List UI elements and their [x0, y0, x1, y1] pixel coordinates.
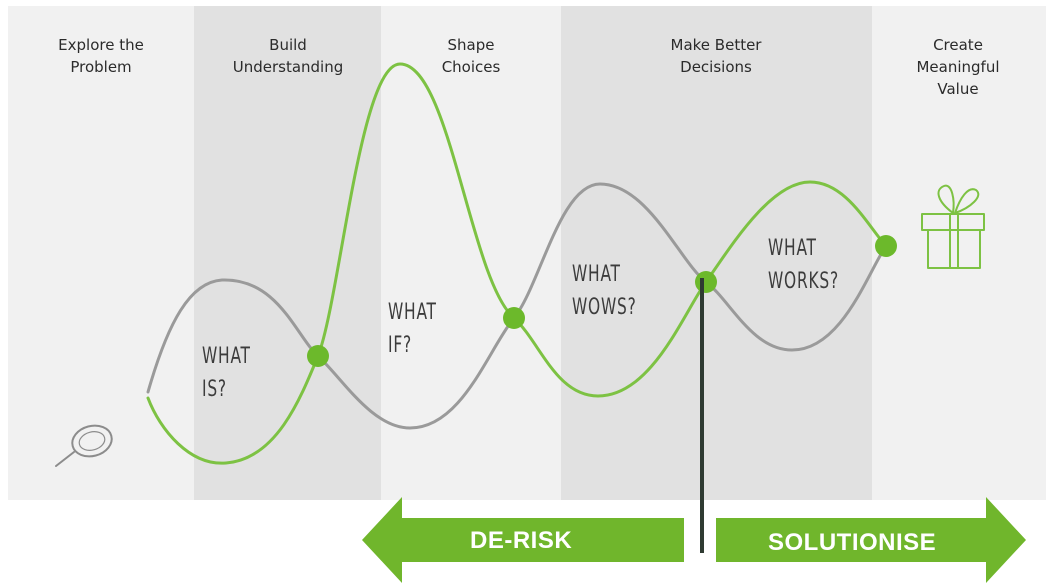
question-what-works: WHAT WORKS?	[768, 236, 839, 294]
gift-box-icon	[921, 184, 985, 269]
phase-band-explore	[8, 6, 194, 500]
question-what-is: WHAT IS?	[202, 344, 251, 402]
gray-curve	[146, 182, 888, 430]
question-what-if: WHAT IF?	[388, 300, 437, 358]
question-what-wows: WHAT WOWS?	[572, 262, 637, 320]
phase-title-build: Build Understanding	[232, 36, 344, 76]
solutionise-label: SOLUTIONISE	[768, 529, 937, 556]
green-curve	[146, 62, 888, 465]
phase-title-value: Create Meaningful Value	[916, 36, 1000, 98]
solutionise-arrow	[716, 497, 1026, 583]
node-3	[695, 271, 717, 293]
phase-title-explore: Explore the Problem	[58, 36, 144, 76]
node-2	[503, 307, 525, 329]
phase-title-shape: Shape Choices	[441, 36, 501, 76]
phase-band-shape	[381, 6, 561, 500]
phase-title-decide: Make Better Decisions	[670, 36, 762, 76]
phase-band-decide	[561, 6, 872, 500]
node-4	[875, 235, 897, 257]
de-risk-arrow	[362, 497, 684, 583]
node-1	[307, 345, 329, 367]
magnifying-glass-icon	[55, 424, 113, 467]
de-risk-label: DE-RISK	[470, 527, 573, 554]
